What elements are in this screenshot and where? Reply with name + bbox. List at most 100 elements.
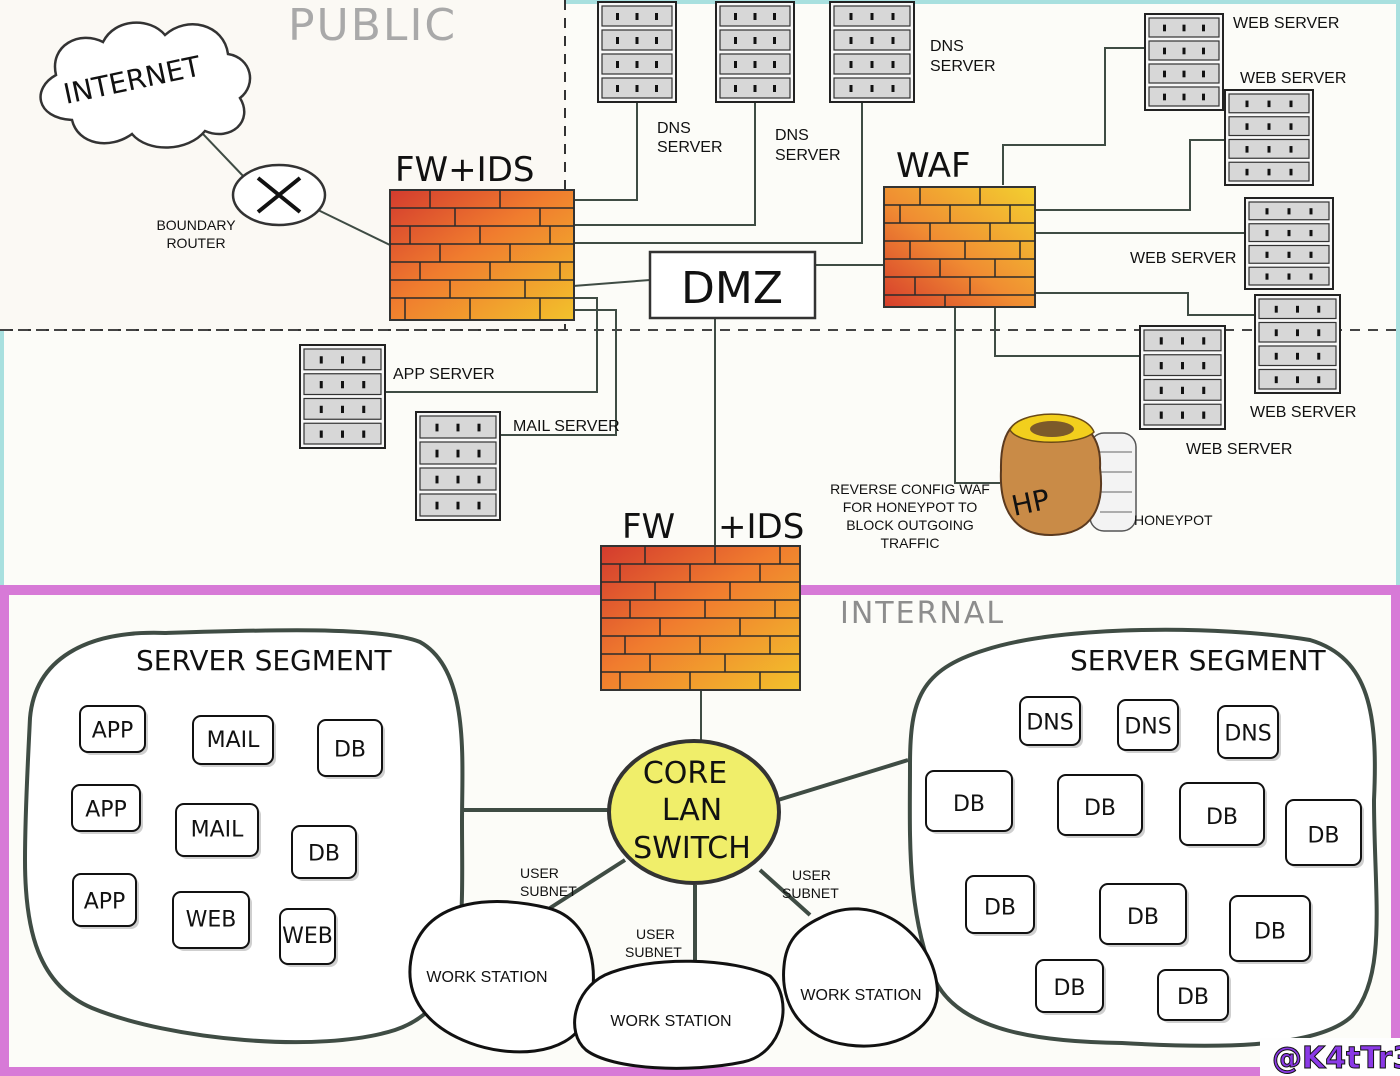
right-segment-box-8-label: DB bbox=[984, 895, 1016, 920]
dns-mid-1-line1: DNS bbox=[657, 120, 691, 137]
dns-rack-2 bbox=[715, 1, 795, 103]
left-segment-box-9: WEB bbox=[279, 908, 338, 967]
signature: @K4tTr33 bbox=[1272, 1041, 1400, 1076]
server-racks bbox=[299, 1, 1341, 521]
honeypot-note-line1: REVERSE CONFIG WAF bbox=[830, 481, 990, 497]
honeypot-note-line3: BLOCK OUTGOING bbox=[846, 517, 974, 533]
dns-rack-3 bbox=[829, 1, 915, 103]
right-segment-box-12-label: DB bbox=[1177, 985, 1209, 1010]
web-server-rack-4 bbox=[1254, 294, 1341, 394]
dns-mid-1-line2: SERVER bbox=[657, 139, 723, 156]
left-segment-box-4-label: APP bbox=[85, 797, 127, 822]
subnet-left-line1: USER bbox=[520, 865, 559, 881]
public-zone-label: PUBLIC bbox=[288, 0, 457, 51]
web-server-rack-5 bbox=[1139, 325, 1226, 430]
left-segment-box-5-label: MAIL bbox=[191, 817, 245, 842]
fw-ids-bottom-firewall: FW +IDS bbox=[600, 507, 804, 691]
web-server-label-5: WEB SERVER bbox=[1186, 441, 1292, 458]
dmz-label: DMZ bbox=[681, 263, 783, 314]
web-server-label-1: WEB SERVER bbox=[1233, 15, 1339, 32]
dns-mid-2-line1: DNS bbox=[775, 127, 809, 144]
internet-cloud: INTERNET bbox=[39, 21, 252, 149]
waf-label: WAF bbox=[896, 146, 971, 186]
app-server-label: APP SERVER bbox=[393, 366, 495, 383]
core-lan-switch: CORE LAN SWITCH bbox=[607, 739, 781, 885]
core-switch-line1: CORE bbox=[643, 756, 727, 791]
workstation-right-blob bbox=[782, 907, 939, 1048]
right-segment-box-3: DNS bbox=[1217, 705, 1281, 761]
right-segment-box-5-label: DB bbox=[1084, 796, 1116, 821]
internal-zone-label: INTERNAL bbox=[840, 596, 1005, 631]
boundary-router-label-line2: ROUTER bbox=[166, 235, 225, 251]
web-server-rack-1 bbox=[1144, 13, 1224, 111]
dmz-box: DMZ bbox=[648, 250, 817, 320]
left-segment-box-9-label: WEB bbox=[282, 924, 333, 949]
left-segment-box-8: WEB bbox=[172, 891, 252, 951]
dns-top-right-line2: SERVER bbox=[930, 58, 996, 75]
right-segment-box-3-label: DNS bbox=[1224, 721, 1271, 746]
right-segment-box-6: DB bbox=[1179, 782, 1267, 848]
left-segment-box-4: APP bbox=[71, 784, 143, 834]
subnet-right-line1: USER bbox=[792, 867, 831, 883]
honeypot-note-line4: TRAFFIC bbox=[880, 535, 939, 551]
web-server-rack-3 bbox=[1244, 197, 1334, 290]
workstation-left-label: WORK STATION bbox=[426, 969, 547, 986]
left-segment-box-3: DB bbox=[317, 719, 385, 779]
fw-bottom-left-label: FW bbox=[622, 507, 675, 547]
honeypot-label: HONEYPOT bbox=[1134, 512, 1213, 528]
right-segment-box-4-label: DB bbox=[953, 792, 985, 817]
right-segment-box-1-label: DNS bbox=[1026, 710, 1073, 735]
right-segment-box-8: DB bbox=[965, 875, 1037, 936]
dns-rack-1 bbox=[597, 1, 677, 103]
right-segment-box-6-label: DB bbox=[1206, 805, 1238, 830]
left-segment-box-1-label: APP bbox=[92, 718, 134, 743]
right-segment-box-12: DB bbox=[1157, 969, 1231, 1023]
subnet-middle-line2: SUBNET bbox=[625, 944, 682, 960]
right-segment-box-7-label: DB bbox=[1307, 823, 1339, 848]
web-server-rack-2 bbox=[1224, 89, 1314, 186]
mail-server-rack bbox=[415, 411, 501, 521]
left-segment-box-6: DB bbox=[291, 825, 359, 881]
dns-mid-2-line2: SERVER bbox=[775, 147, 841, 164]
subnet-middle-line1: USER bbox=[636, 926, 675, 942]
boundary-router-label-line1: BOUNDARY bbox=[156, 217, 236, 233]
subnet-right-line2: SUBNET bbox=[782, 885, 839, 901]
core-switch-line3: SWITCH bbox=[633, 831, 751, 866]
right-segment-box-2-label: DNS bbox=[1124, 714, 1171, 739]
left-segment-box-7-label: APP bbox=[84, 889, 126, 914]
right-segment-box-11: DB bbox=[1035, 959, 1106, 1015]
fw-ids-top-firewall: FW+IDS bbox=[389, 150, 575, 321]
left-segment-box-5: MAIL bbox=[175, 803, 261, 859]
workstation-middle-label: WORK STATION bbox=[610, 1013, 731, 1030]
left-segment-box-1: APP bbox=[79, 705, 148, 755]
right-segment-box-7: DB bbox=[1285, 799, 1364, 868]
web-server-label-4: WEB SERVER bbox=[1250, 404, 1356, 421]
signature-background bbox=[1260, 1038, 1400, 1076]
right-segment-box-10-label: DB bbox=[1254, 919, 1286, 944]
right-segment-box-9-label: DB bbox=[1127, 905, 1159, 930]
left-segment-box-2-label: MAIL bbox=[207, 728, 261, 753]
left-segment-box-2: MAIL bbox=[192, 715, 276, 767]
left-segment-title: SERVER SEGMENT bbox=[136, 644, 393, 677]
web-server-label-2: WEB SERVER bbox=[1240, 70, 1346, 87]
left-segment-box-3-label: DB bbox=[334, 737, 366, 762]
left-segment-box-8-label: WEB bbox=[186, 907, 237, 932]
waf-firewall: WAF bbox=[883, 146, 1036, 308]
mail-server-label: MAIL SERVER bbox=[513, 418, 620, 435]
wiring bbox=[181, 47, 1255, 965]
honeypot: HP HONEYPOT bbox=[999, 413, 1213, 537]
segment-boxes: APP MAIL DB APP MAIL DB APP WEB WEB DNS DNS DNS DB DB… bbox=[71, 696, 1364, 1023]
fw-ids-top-label: FW+IDS bbox=[395, 150, 534, 190]
right-segment-box-2: DNS bbox=[1117, 699, 1181, 753]
left-segment-box-6-label: DB bbox=[308, 841, 340, 866]
workstation-middle-blob bbox=[573, 959, 785, 1070]
web-server-label-3: WEB SERVER bbox=[1130, 250, 1236, 267]
workstation-right-label: WORK STATION bbox=[800, 987, 921, 1004]
right-segment-box-5: DB bbox=[1057, 774, 1145, 838]
core-switch-line2: LAN bbox=[662, 793, 722, 828]
fw-bottom-right-label: +IDS bbox=[718, 507, 804, 547]
honeypot-note-line2: FOR HONEYPOT TO bbox=[843, 499, 978, 515]
right-segment-box-10: DB bbox=[1229, 895, 1313, 964]
dns-top-right-line1: DNS bbox=[930, 38, 964, 55]
